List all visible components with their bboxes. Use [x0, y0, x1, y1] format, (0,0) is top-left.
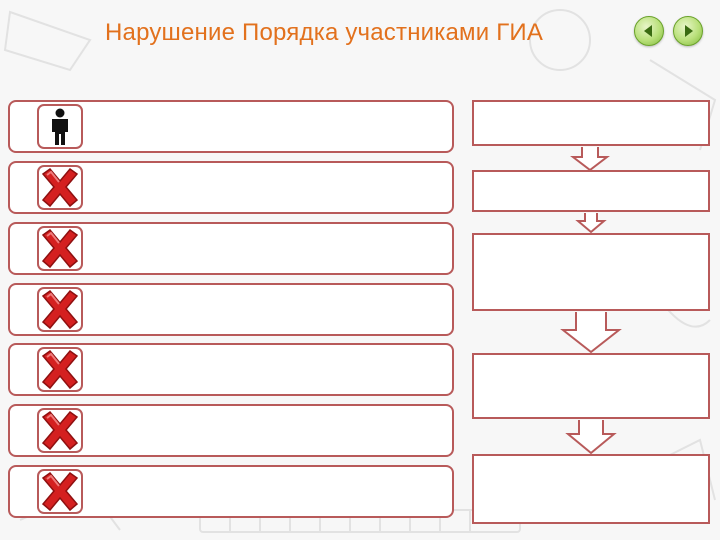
- triangle-left-icon: [644, 25, 652, 37]
- violation-row[interactable]: [8, 161, 454, 214]
- down-arrow-icon: [575, 213, 607, 234]
- violation-row[interactable]: [8, 222, 454, 275]
- red-x-icon: [41, 167, 79, 208]
- row-icon-box: [37, 347, 83, 392]
- flow-step[interactable]: [472, 100, 710, 146]
- down-arrow-icon: [560, 312, 622, 354]
- red-x-icon: [41, 228, 79, 269]
- prev-slide-button[interactable]: [634, 16, 664, 46]
- down-arrow-icon: [565, 420, 617, 455]
- violation-row[interactable]: [8, 465, 454, 518]
- violation-row[interactable]: [8, 404, 454, 457]
- flow-step[interactable]: [472, 454, 710, 524]
- flow-step[interactable]: [472, 353, 710, 419]
- down-arrow-icon: [570, 147, 610, 172]
- row-icon-box: [37, 165, 83, 210]
- triangle-right-icon: [685, 25, 693, 37]
- next-slide-button[interactable]: [673, 16, 703, 46]
- flow-step[interactable]: [472, 233, 710, 311]
- page-title: Нарушение Порядка участниками ГИА: [105, 19, 544, 46]
- red-x-icon: [41, 289, 79, 330]
- row-icon-box: [37, 287, 83, 332]
- violation-row[interactable]: [8, 283, 454, 336]
- red-x-icon: [41, 410, 79, 451]
- person-icon: [52, 108, 68, 145]
- red-x-icon: [41, 471, 79, 512]
- row-icon-box: [37, 104, 83, 149]
- row-icon-box: [37, 226, 83, 271]
- violation-row[interactable]: [8, 343, 454, 396]
- red-x-icon: [41, 349, 79, 390]
- violation-row[interactable]: [8, 100, 454, 153]
- row-icon-box: [37, 408, 83, 453]
- row-icon-box: [37, 469, 83, 514]
- flow-step[interactable]: [472, 170, 710, 212]
